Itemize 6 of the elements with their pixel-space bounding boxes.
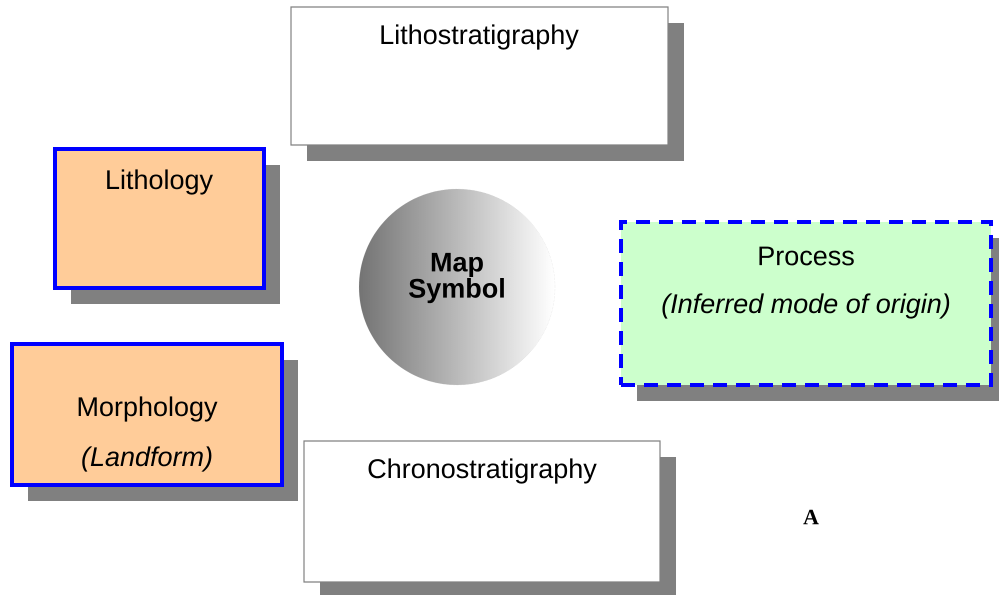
text-box: Lithostratigraphy <box>290 6 684 161</box>
category-box: Lithology <box>53 147 280 304</box>
category-box: Morphology (Landform) <box>10 342 298 501</box>
panel-letter: A <box>803 510 819 524</box>
process-box: Process (Inferred mode of origin) <box>619 220 999 401</box>
text-box: Chronostratigraphy <box>303 440 676 595</box>
